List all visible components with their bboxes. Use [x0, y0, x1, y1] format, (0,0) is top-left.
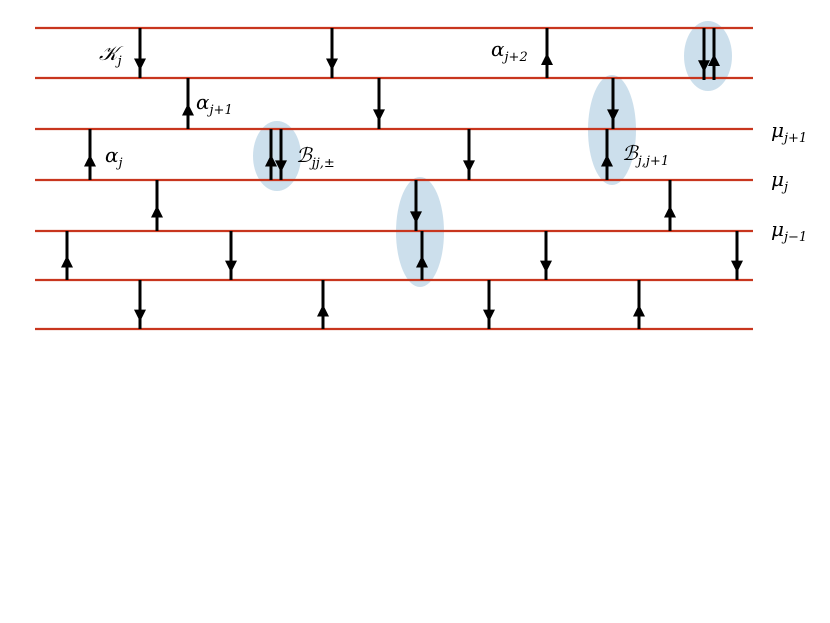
arrowhead-18 — [225, 260, 237, 273]
arrowhead-20 — [540, 260, 552, 273]
arrowhead-1 — [134, 58, 146, 71]
label-k-j: 𝒦j — [99, 41, 124, 69]
arrowhead-5 — [708, 54, 720, 66]
label-b-j-j-plus-1: ℬj,j+1 — [622, 141, 669, 169]
svg-text:αj+1: αj+1 — [196, 90, 233, 118]
arrowhead-12 — [463, 160, 475, 173]
svg-text:αj+2: αj+2 — [491, 37, 528, 65]
svg-text:μj−1: μj−1 — [771, 217, 807, 245]
label-mu-j: μj — [771, 167, 788, 195]
label-mu-j-minus-1: μj−1 — [771, 217, 807, 245]
svg-text:μj: μj — [771, 167, 788, 195]
pair-ellipse-1 — [684, 21, 732, 91]
arrowhead-16 — [664, 205, 676, 218]
svg-text:𝒦j: 𝒦j — [99, 41, 124, 69]
label-b-jj-pm: ℬjj,± — [296, 143, 335, 171]
energy-levels — [35, 26, 753, 331]
pair-ellipse-2 — [253, 121, 301, 191]
spin-arrows — [61, 28, 743, 329]
label-alpha-j: αj — [105, 143, 123, 171]
arrowhead-10 — [265, 154, 277, 167]
arrowhead-17 — [61, 255, 73, 268]
arrowhead-22 — [134, 309, 146, 322]
label-alpha-j-plus-1: αj+1 — [196, 90, 233, 118]
svg-text:αj: αj — [105, 143, 123, 171]
label-alpha-j-plus-2: αj+2 — [491, 37, 528, 65]
arrowhead-6 — [182, 103, 194, 116]
arrowhead-24 — [483, 309, 495, 322]
svg-text:μj+1: μj+1 — [771, 118, 807, 146]
label-mu-j-plus-1: μj+1 — [771, 118, 807, 146]
svg-text:ℬjj,±: ℬjj,± — [296, 143, 335, 171]
arrowhead-11 — [275, 160, 287, 173]
arrowhead-15 — [410, 211, 422, 224]
svg-text:ℬj,j+1: ℬj,j+1 — [622, 141, 669, 169]
arrowhead-8 — [607, 109, 619, 122]
arrowhead-2 — [326, 58, 338, 71]
arrowhead-23 — [317, 304, 329, 317]
arrowhead-13 — [601, 154, 613, 167]
arrowhead-19 — [416, 255, 428, 268]
arrowhead-7 — [373, 109, 385, 122]
arrowhead-25 — [633, 304, 645, 317]
arrowhead-21 — [731, 260, 743, 273]
arrowhead-14 — [151, 205, 163, 218]
arrowhead-4 — [698, 60, 710, 73]
arrowhead-9 — [84, 154, 96, 167]
arrowhead-3 — [541, 53, 553, 65]
